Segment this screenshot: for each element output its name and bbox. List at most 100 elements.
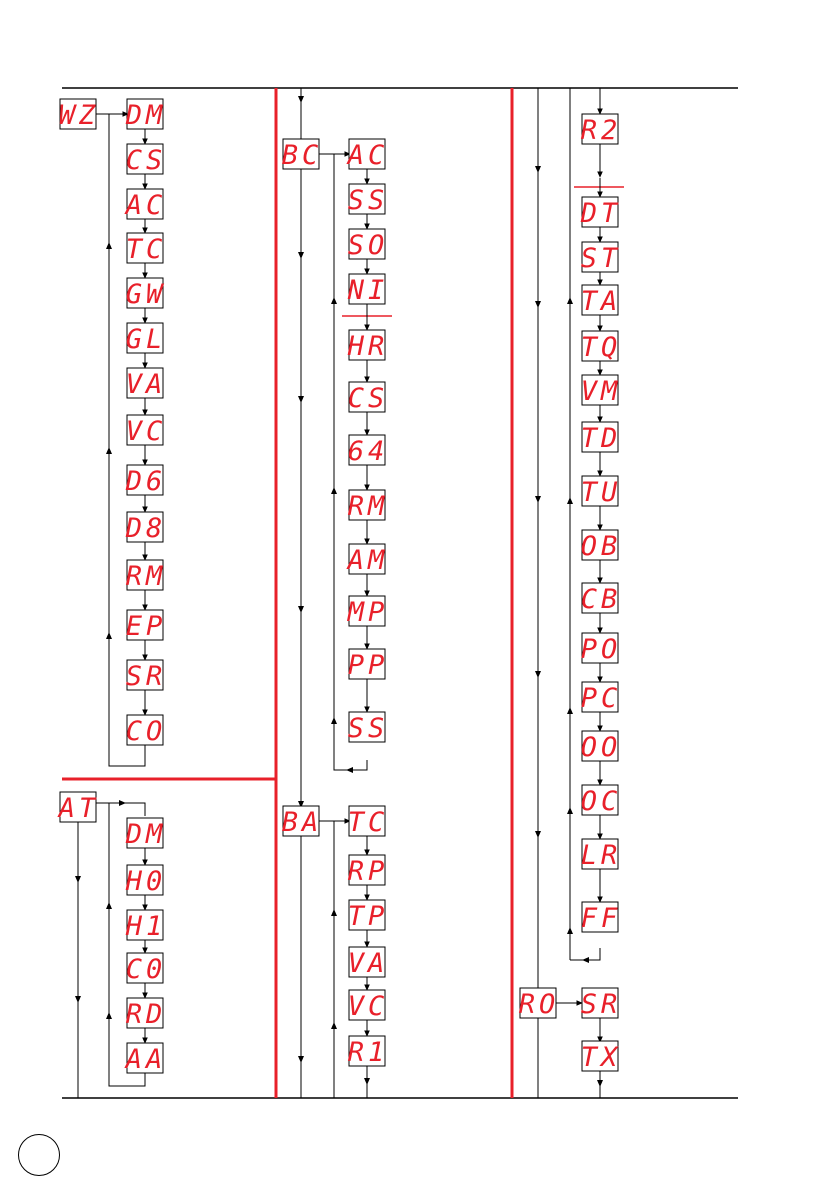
menu-wz-item-box: CO: [126, 715, 167, 747]
col3-return-arrow: [582, 957, 589, 963]
menu-ro-header-box: RO: [519, 988, 560, 1020]
menu-wz-item-box: RM: [126, 560, 167, 592]
menu-at-item-box: DM: [125, 818, 167, 850]
at-loop-arrow: [106, 1012, 112, 1019]
col3-item-box: LR: [581, 839, 622, 871]
box-label: GW: [126, 279, 167, 310]
menu-wz-item-box: SR: [126, 660, 167, 692]
menu-bc-item-box: AM: [346, 544, 389, 576]
menu-wz-item-box: CS: [126, 144, 167, 176]
menu-ba-item-box: TC: [348, 806, 389, 838]
menu-bc-item-box: CS: [348, 382, 389, 414]
bc-loop-arrow: [331, 717, 337, 724]
ro-exit-arrow: [597, 1080, 603, 1087]
box-label: VA: [126, 369, 167, 400]
box-label: TQ: [581, 332, 622, 363]
box-label: NI: [347, 275, 389, 306]
box-label: SS: [348, 185, 389, 216]
menu-bc-item-box: RM: [348, 490, 389, 522]
box-label: H0: [125, 866, 167, 897]
box-label: TD: [581, 423, 622, 454]
col3-item-box: OB: [581, 530, 622, 562]
col3-item-box: TU: [581, 476, 622, 508]
box-label: CO: [126, 716, 167, 747]
menu-bc-item-box: NI: [347, 274, 389, 306]
box-label: RM: [348, 491, 389, 522]
page-number-circle: [18, 1134, 60, 1176]
menu-wz-header-box: WZ: [59, 99, 100, 131]
col3-item-box: TD: [581, 422, 622, 454]
box-label: AC: [124, 190, 167, 221]
box-label: RD: [126, 999, 167, 1030]
bc-loop-arrow: [331, 297, 337, 304]
box-label: CS: [126, 145, 167, 176]
col3-item-box: TA: [581, 285, 622, 317]
box-label: HR: [347, 331, 389, 362]
menu-wz-item-box: VA: [126, 368, 167, 400]
menu-bc-item-box: SO: [348, 229, 389, 261]
menu-at-item-box: C0: [126, 953, 167, 985]
wz-loop-arrow: [106, 447, 112, 454]
col2-flow-arrow: [298, 252, 304, 259]
box-label: BA: [282, 807, 323, 838]
col3-inner-arrow: [567, 707, 573, 714]
menu-bc-item-box: MP: [347, 596, 389, 628]
box-label: OO: [581, 732, 622, 763]
box-label: OB: [581, 531, 622, 562]
menu-at-item-box: AA: [124, 1043, 167, 1075]
menu-wz-item-box: AC: [124, 189, 167, 221]
box-label: R2: [581, 115, 622, 146]
col2-flow-arrow: [298, 396, 304, 403]
box-label: CS: [348, 383, 389, 414]
col3-outer-arrow: [535, 831, 541, 838]
menu-ba-item-box: TP: [348, 900, 389, 932]
menu-at-item-box: RD: [126, 998, 167, 1030]
menu-wz-item-box: TC: [126, 233, 167, 265]
menu-ba-item-box: VA: [348, 947, 389, 979]
menu-ba-header-box: BA: [282, 806, 323, 838]
box-label: AC: [346, 140, 389, 171]
col3-outer-arrow: [535, 301, 541, 308]
menu-boxes: WZDMCSACTCGWGLVAVCD6D8RMEPSRCOATDMH0H1C0…: [57, 99, 622, 1075]
menu-ro-item-box: TX: [581, 1041, 622, 1073]
col3-inner-arrow: [567, 497, 573, 504]
at-entry-arrow: [119, 800, 126, 806]
menu-bc-item-box: HR: [347, 330, 389, 362]
menu-at-item-box: H0: [125, 865, 167, 897]
box-label: RP: [348, 856, 389, 887]
col3-item-box: TQ: [581, 331, 622, 363]
box-label: TC: [348, 807, 389, 838]
box-label: TX: [581, 1042, 622, 1073]
menu-wz-item-box: GW: [126, 278, 167, 310]
col3-item-box: R2: [581, 114, 622, 146]
box-label: VM: [581, 376, 622, 407]
box-label: GL: [126, 324, 167, 355]
col2-entry-arrow: [298, 96, 304, 103]
box-label: MP: [347, 597, 389, 628]
at-entry-line: [109, 803, 145, 816]
box-label: DM: [125, 100, 167, 131]
box-label: OC: [581, 786, 622, 817]
col3-outer-arrow: [535, 671, 541, 678]
box-label: PC: [581, 683, 622, 714]
box-label: R1: [348, 1037, 389, 1068]
box-label: TP: [348, 901, 389, 932]
menu-ba-item-box: VC: [348, 990, 389, 1022]
box-label: H1: [125, 911, 167, 942]
col3-item-box: DT: [580, 197, 622, 229]
col2-flow-arrow: [298, 606, 304, 613]
box-label: WZ: [59, 100, 100, 131]
box-label: DM: [125, 819, 167, 850]
menu-bc-header-box: BC: [282, 139, 323, 171]
col3-item-box: PC: [581, 682, 622, 714]
menu-at-item-box: H1: [125, 910, 167, 942]
col3-item-box: PO: [581, 633, 622, 665]
box-label: VC: [348, 991, 389, 1022]
menu-wz-item-box: D8: [125, 512, 167, 544]
at-exit-arrow: [75, 996, 81, 1003]
box-label: D6: [125, 466, 167, 497]
ba-loop-arrow: [331, 909, 337, 916]
menu-ba-item-box: RP: [348, 855, 389, 887]
col3-item-box: CB: [581, 583, 622, 615]
